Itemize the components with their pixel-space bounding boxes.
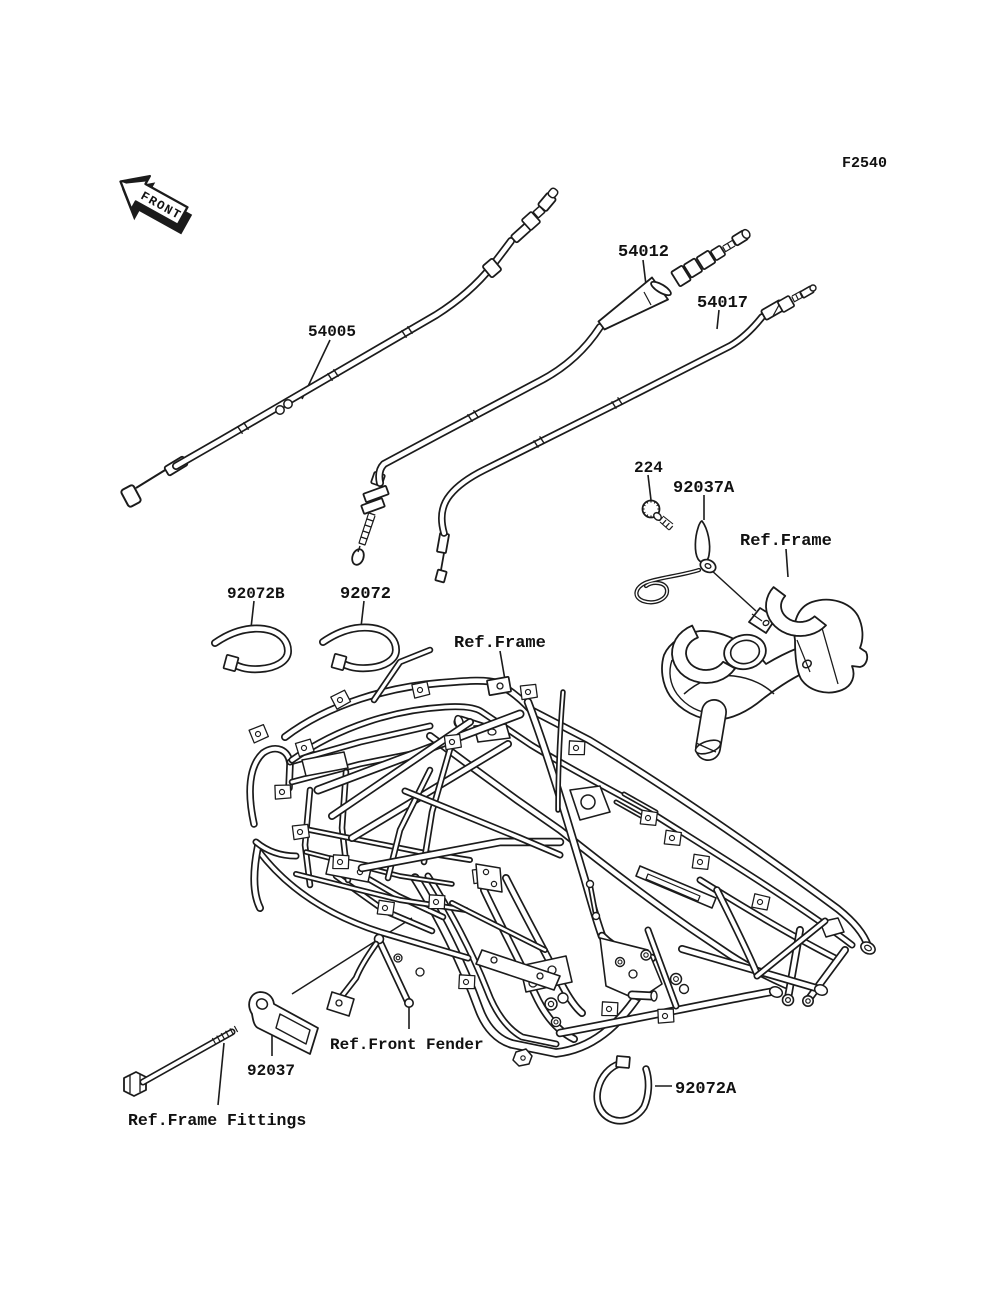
svg-text:Ref.Front Fender: Ref.Front Fender xyxy=(330,1036,484,1054)
svg-text:224: 224 xyxy=(634,459,663,477)
svg-text:92072: 92072 xyxy=(340,585,391,604)
svg-text:92072A: 92072A xyxy=(675,1080,737,1099)
svg-text:54017: 54017 xyxy=(697,294,748,313)
svg-text:Ref.Frame Fittings: Ref.Frame Fittings xyxy=(128,1111,306,1130)
svg-text:92037: 92037 xyxy=(247,1062,295,1080)
svg-text:F2540: F2540 xyxy=(842,155,887,172)
svg-text:Ref.Frame: Ref.Frame xyxy=(454,634,546,653)
svg-text:92037A: 92037A xyxy=(673,479,735,498)
svg-text:54005: 54005 xyxy=(308,323,356,341)
svg-text:Ref.Frame: Ref.Frame xyxy=(740,532,832,551)
svg-text:54012: 54012 xyxy=(618,243,669,262)
svg-text:92072B: 92072B xyxy=(227,585,285,603)
